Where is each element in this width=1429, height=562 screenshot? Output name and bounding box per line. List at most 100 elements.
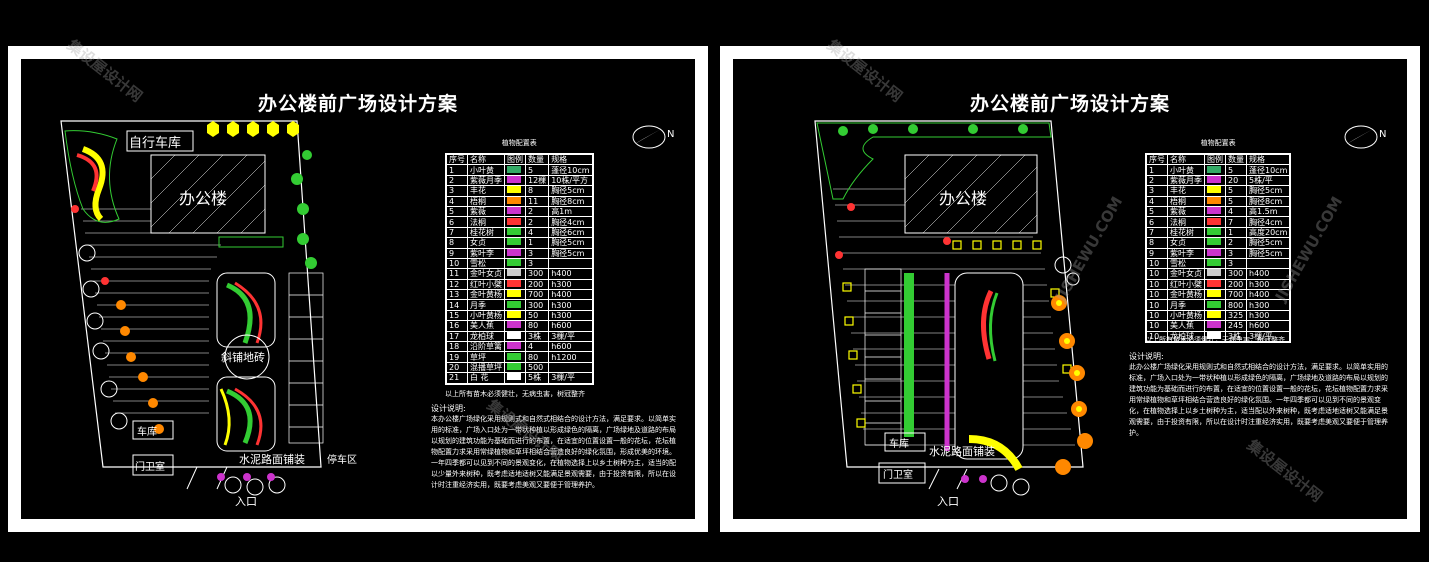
legend-cell: 700 <box>524 289 550 301</box>
legend-symbol-swatch <box>1207 280 1221 287</box>
legend-symbol <box>504 361 526 374</box>
legend-cell: 325 <box>1225 309 1247 322</box>
legend-symbol-swatch <box>1207 311 1221 319</box>
legend-cell: 3 <box>446 185 468 197</box>
legend-symbol-swatch <box>507 228 521 235</box>
design-notes-title: 设计说明: <box>431 404 466 413</box>
legend-symbol-swatch <box>507 352 521 360</box>
legend-cell: 700 <box>1225 289 1247 301</box>
legend-caption: 植物配置表 <box>501 139 537 147</box>
legend-cell: 美人蕉 <box>467 320 505 332</box>
legend-cell: h300 <box>548 278 593 291</box>
legend-cell: 800 <box>1225 299 1247 311</box>
north-label: N <box>667 129 675 140</box>
legend-symbol <box>1204 309 1226 322</box>
legend-symbol-swatch <box>507 332 521 339</box>
design-notes-body: 此办公楼广场绿化采用规则式和自然式相结合的设计方法，满足要求。以简单实用的标准，… <box>1129 363 1388 437</box>
legend-cell: 月季 <box>1167 299 1205 311</box>
legend-cell: 10 <box>1146 257 1168 270</box>
legend-cell: 15 <box>446 309 468 322</box>
legend-cell: 300 <box>524 268 550 280</box>
legend-symbol <box>504 341 526 353</box>
legend-cell: 胸径5cm <box>1245 237 1291 249</box>
legend-symbol-swatch <box>1207 332 1221 339</box>
legend-symbol-swatch <box>1207 269 1221 277</box>
legend-cell: 紫叶李 <box>467 247 505 259</box>
legend-cell: 10 <box>1146 268 1168 280</box>
legend-cell: 桂花树 <box>467 226 505 239</box>
legend-symbol <box>504 185 526 197</box>
legend-symbol <box>504 351 526 363</box>
legend-cell: 小叶黄 <box>467 164 505 176</box>
label-cement-paving: 水泥路面铺装 <box>929 445 995 458</box>
legend-symbol <box>504 309 526 322</box>
legend-cell: 12棵 <box>524 174 550 187</box>
sheet-title: 办公楼前广场设计方案 <box>257 93 458 115</box>
legend-cell: 高度20cm <box>1245 226 1291 239</box>
legend-symbol-swatch <box>507 186 521 194</box>
legend-cell: 梧桐 <box>467 195 505 207</box>
legend-cell: 20 <box>1225 174 1247 187</box>
legend-symbol <box>504 174 526 187</box>
legend-cell: 雪松 <box>467 257 505 270</box>
legend-cell: 法桐 <box>467 216 505 228</box>
legend-symbol-swatch <box>507 249 521 256</box>
label-guard-room: 门卫室 <box>883 470 913 481</box>
legend-cell: 6 <box>1146 216 1168 228</box>
legend-header-cell: 数量 <box>524 153 550 166</box>
legend-caption: 植物配置表 <box>1200 139 1236 147</box>
legend-cell: 10株/平方 <box>548 174 593 187</box>
legend-cell: 5 <box>446 205 468 218</box>
legend-cell: 胸径5cm <box>548 237 593 249</box>
legend-cell: 50 <box>524 309 550 322</box>
legend-symbol-swatch <box>1207 186 1221 194</box>
legend-cell: 5 <box>1146 205 1168 218</box>
legend-cell: 法桐 <box>1167 216 1205 228</box>
legend-cell: h400 <box>548 289 593 301</box>
label-cement-paving: 水泥路面铺装 <box>239 453 305 466</box>
legend-cell: 300 <box>524 299 550 311</box>
legend-cell: 胸径6cm <box>548 226 593 239</box>
legend-symbol <box>1204 299 1226 311</box>
legend-header-cell: 序号 <box>1146 153 1168 166</box>
legend-symbol <box>504 195 526 207</box>
legend-symbol <box>504 278 526 291</box>
legend-cell: h400 <box>1245 268 1291 280</box>
label-office-building: 办公楼 <box>939 189 988 208</box>
legend-cell: 胸径8cm <box>1245 195 1291 207</box>
legend-cell: 7 <box>1225 216 1247 228</box>
legend-cell: 3棵/平 <box>548 372 593 384</box>
legend-cell <box>548 361 593 374</box>
label-guard-room: 门卫室 <box>135 462 165 473</box>
legend-cell: 245 <box>1225 320 1247 332</box>
legend-symbol-swatch <box>1207 165 1221 173</box>
legend-symbol-swatch <box>1207 259 1221 267</box>
legend-cell: 草坪 <box>467 351 505 363</box>
legend-cell: 300 <box>1225 268 1247 280</box>
legend-symbol-swatch <box>1207 238 1221 246</box>
legend-symbol-swatch <box>1207 228 1221 235</box>
legend-cell <box>548 257 593 270</box>
legend-header-row: 序号名称图例数量规格 <box>1146 153 1291 166</box>
legend-cell: 小叶黄杨 <box>1167 309 1205 322</box>
legend-cell: 胸径5cm <box>548 247 593 259</box>
legend-cell: 200 <box>524 278 550 291</box>
legend-cell: 紫叶李 <box>1167 247 1205 259</box>
legend-symbol-swatch <box>507 311 521 319</box>
legend-symbol <box>504 320 526 332</box>
